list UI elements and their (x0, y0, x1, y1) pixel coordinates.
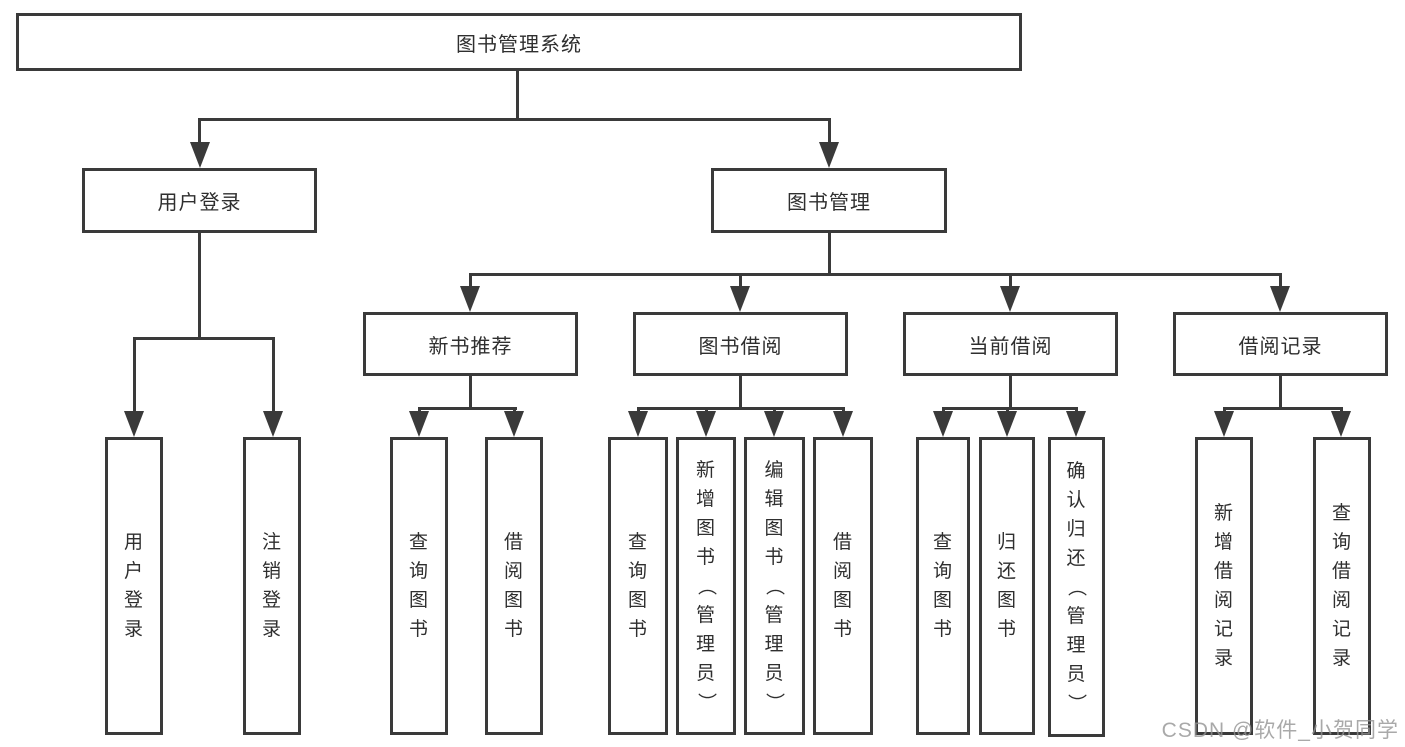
connector-line (133, 337, 275, 340)
leaf-bb-query-books-label: 查询图书 (627, 532, 648, 640)
node-new-book-recommend-label: 新书推荐 (428, 335, 513, 358)
connector-line (705, 407, 708, 414)
leaf-new-query-books: 查询图书 (390, 437, 448, 735)
node-borrow-records-label: 借阅记录 (1238, 335, 1323, 358)
leaf-logout: 注销登录 (243, 437, 301, 735)
arrowhead-icon (263, 411, 283, 437)
leaf-cb-confirm-return-admin-label: 确认归还（管理员） (1065, 460, 1087, 714)
connector-line (1279, 273, 1282, 288)
leaf-bb-edit-books-admin-label: 编辑图书（管理员） (763, 459, 785, 713)
node-book-borrow-label: 图书借阅 (698, 335, 783, 358)
leaf-user-login-label: 用户登录 (123, 532, 144, 640)
leaf-bb-add-books-admin: 新增图书（管理员） (676, 437, 736, 735)
connector-line (418, 407, 517, 410)
arrowhead-icon (997, 411, 1017, 437)
arrowhead-icon (696, 411, 716, 437)
arrowhead-icon (819, 142, 839, 168)
leaf-bb-add-books-admin-label: 新增图书（管理员） (695, 459, 717, 713)
leaf-r-query-borrow-record: 查询借阅记录 (1313, 437, 1371, 735)
leaf-cb-query-books-label: 查询图书 (932, 532, 953, 640)
arrowhead-icon (124, 411, 144, 437)
leaf-new-borrow-books-label: 借阅图书 (503, 532, 524, 640)
connector-line (942, 407, 945, 414)
leaf-r-query-borrow-record-label: 查询借阅记录 (1331, 503, 1352, 669)
node-book-borrow: 图书借阅 (633, 312, 848, 376)
node-book-management: 图书管理 (711, 168, 947, 233)
connector-line (1009, 376, 1012, 409)
connector-line (739, 273, 742, 288)
leaf-new-query-books-label: 查询图书 (408, 532, 429, 640)
connector-line (842, 407, 845, 414)
connector-line (637, 407, 640, 414)
arrowhead-icon (933, 411, 953, 437)
arrowhead-icon (833, 411, 853, 437)
node-user-login: 用户登录 (82, 168, 317, 233)
node-current-borrow: 当前借阅 (903, 312, 1118, 376)
arrowhead-icon (460, 286, 480, 312)
connector-line (1009, 273, 1012, 288)
arrowhead-icon (628, 411, 648, 437)
connector-line (513, 407, 516, 414)
connector-line (1340, 407, 1343, 414)
node-new-book-recommend: 新书推荐 (363, 312, 578, 376)
connector-line (469, 273, 1282, 276)
connector-line (1223, 407, 1343, 410)
arrowhead-icon (1331, 411, 1351, 437)
connector-line (1279, 376, 1282, 409)
connector-line (516, 71, 519, 118)
connector-line (418, 407, 421, 414)
leaf-bb-query-books: 查询图书 (608, 437, 668, 735)
connector-line (469, 273, 472, 288)
leaf-r-add-borrow-record: 新增借阅记录 (1195, 437, 1253, 735)
arrowhead-icon (764, 411, 784, 437)
connector-line (637, 407, 844, 410)
leaf-new-borrow-books: 借阅图书 (485, 437, 543, 735)
arrowhead-icon (730, 286, 750, 312)
node-root-label: 图书管理系统 (456, 33, 582, 56)
arrowhead-icon (1214, 411, 1234, 437)
connector-line (942, 407, 1078, 410)
connector-line (469, 376, 472, 409)
leaf-cb-return-books: 归还图书 (979, 437, 1035, 735)
connector-line (1223, 407, 1226, 414)
connector-line (773, 407, 776, 414)
leaf-bb-edit-books-admin: 编辑图书（管理员） (744, 437, 805, 735)
arrowhead-icon (1000, 286, 1020, 312)
arrowhead-icon (1270, 286, 1290, 312)
connector-line (739, 376, 742, 409)
arrowhead-icon (190, 142, 210, 168)
node-root: 图书管理系统 (16, 13, 1022, 71)
arrowhead-icon (409, 411, 429, 437)
leaf-bb-borrow-books-label: 借阅图书 (832, 532, 853, 640)
connector-line (133, 337, 136, 413)
connector-line (272, 337, 275, 413)
arrowhead-icon (504, 411, 524, 437)
leaf-cb-return-books-label: 归还图书 (996, 532, 1017, 640)
connector-line (198, 118, 831, 121)
node-current-borrow-label: 当前借阅 (968, 335, 1053, 358)
leaf-cb-confirm-return-admin: 确认归还（管理员） (1048, 437, 1105, 737)
node-borrow-records: 借阅记录 (1173, 312, 1388, 376)
connector-line (198, 233, 201, 337)
node-user-login-label: 用户登录 (157, 192, 242, 214)
node-book-management-label: 图书管理 (787, 192, 871, 214)
csdn-watermark: CSDN @软件_小贺同学 (1161, 719, 1399, 742)
connector-line (198, 118, 201, 144)
connector-line (828, 118, 831, 144)
leaf-bb-borrow-books: 借阅图书 (813, 437, 873, 735)
connector-line (828, 233, 831, 276)
arrowhead-icon (1066, 411, 1086, 437)
leaf-cb-query-books: 查询图书 (916, 437, 970, 735)
connector-line (1006, 407, 1009, 414)
leaf-user-login: 用户登录 (105, 437, 163, 735)
leaf-r-add-borrow-record-label: 新增借阅记录 (1213, 503, 1234, 669)
leaf-logout-label: 注销登录 (261, 532, 282, 640)
connector-line (1075, 407, 1078, 414)
